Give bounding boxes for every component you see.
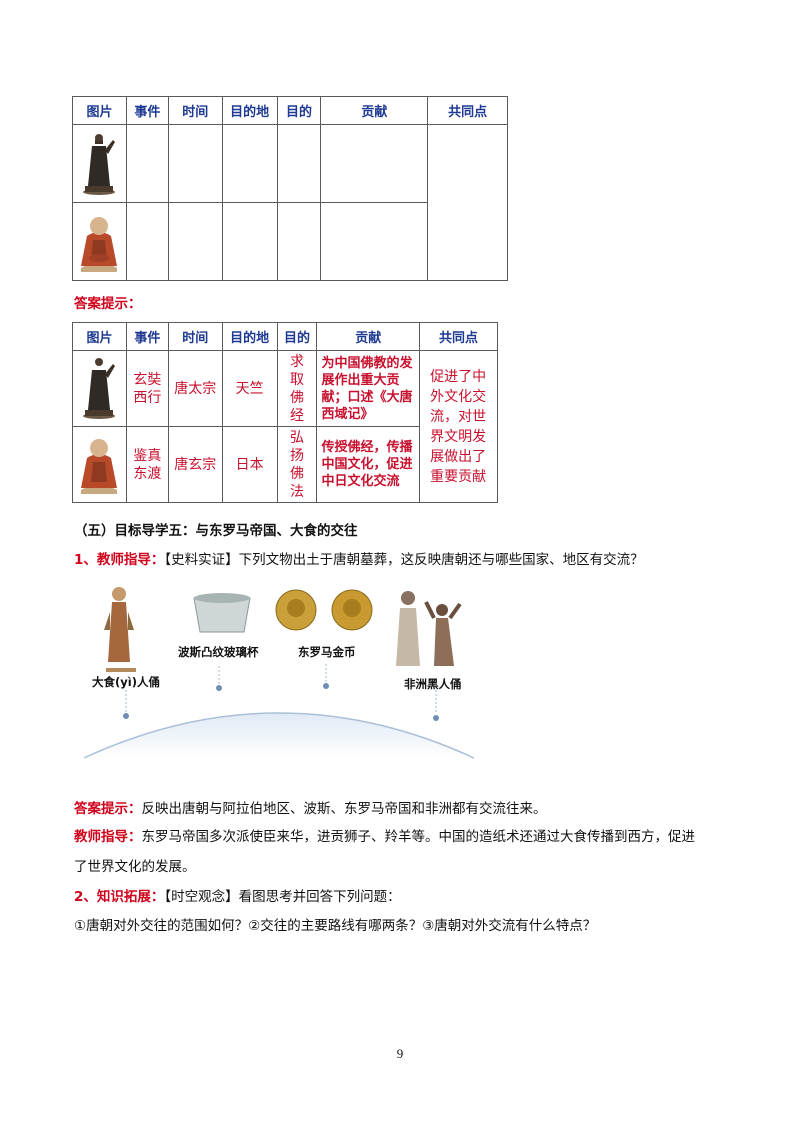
empty-cell (167, 124, 223, 203)
contribution-cell: 传授佛经，传播中国文化，促进中日文化交流 (316, 426, 421, 503)
page-number: 9 (396, 1046, 404, 1061)
purpose-cell: 弘扬佛法 (276, 426, 318, 503)
answer-label: 答案提示： (74, 801, 142, 817)
header-cell: 目的 (276, 96, 322, 125)
xuanzang-statue-image (83, 133, 116, 195)
relics-arc-image (83, 587, 475, 759)
header-cell: 图片 (72, 322, 127, 351)
header-cell: 目的地 (221, 322, 278, 351)
image-cell (72, 124, 127, 203)
header-cell: 贡献 (320, 96, 429, 125)
answer-table: 图片 事件 时间 目的地 目的 贡献 共同点 玄奘西行 唐太宗 天竺 求取佛经 … (72, 322, 498, 503)
table-row (72, 202, 508, 281)
table-header-row: 图片 事件 时间 目的地 目的 贡献 共同点 (72, 322, 498, 351)
empty-cell (276, 124, 322, 203)
question-1: 1、教师指导：【史料实证】下列文物出土于唐朝墓葬，这反映唐朝还与哪些国家、地区有… (74, 549, 644, 571)
header-cell: 共同点 (427, 96, 508, 125)
section-title: （五）目标导学五：与东罗马帝国、大食的交往 (74, 523, 358, 539)
relics-figure: 大食(yì)人俑 波斯凸纹玻璃杯 东罗马金币 非洲黑人俑 (74, 578, 484, 768)
destination-cell: 天竺 (221, 350, 278, 427)
empty-cell (221, 202, 278, 281)
purpose-cell: 求取佛经 (276, 350, 318, 427)
teacher-text: 东罗马帝国多次派使臣来华，进贡狮子、羚羊等。中国的造纸术还通过大食传播到西方，促… (141, 829, 696, 845)
answer-hint-2: 答案提示：反映出唐朝与阿拉伯地区、波斯、东罗马帝国和非洲都有交流往来。 (74, 798, 547, 820)
header-cell: 时间 (167, 96, 223, 125)
table-row (72, 124, 508, 281)
teacher-guide: 教师指导：东罗马帝国多次派使臣来华，进贡狮子、羚羊等。中国的造纸术还通过大食传播… (74, 826, 695, 848)
relic-caption: 波斯凸纹玻璃杯 (178, 645, 259, 659)
teacher-label: 教师指导： (74, 829, 142, 845)
header-cell: 事件 (125, 96, 169, 125)
table-header-row: 图片 事件 时间 目的地 目的 贡献 共同点 (72, 96, 508, 125)
blank-table: 图片 事件 时间 目的地 目的 贡献 共同点 (72, 96, 508, 281)
common-cell: 促进了中外文化交流，对世界文明发展做出了重要贡献 (419, 350, 498, 503)
empty-cell (125, 124, 169, 203)
glass-cup-image (193, 593, 251, 633)
question-2: 2、知识拓展：【时空观念】看图思考并回答下列问题： (74, 886, 401, 908)
header-cell: 贡献 (316, 322, 421, 351)
gold-coins-image (275, 589, 373, 631)
empty-cell (320, 124, 429, 203)
question-label: 2、知识拓展： (74, 889, 165, 905)
jianzhen-statue-image (81, 216, 118, 272)
contribution-cell: 为中国佛教的发展作出重大贡献；口述《大唐西域记》 (316, 350, 421, 427)
header-cell: 事件 (125, 322, 169, 351)
header-cell: 图片 (72, 96, 127, 125)
question-text: 【时空观念】看图思考并回答下列问题： (164, 889, 401, 905)
header-cell: 目的地 (221, 96, 278, 125)
teacher-text-2: 了世界文化的发展。 (74, 859, 196, 875)
dashi-figurine-image (104, 587, 136, 672)
empty-cell (320, 202, 429, 281)
xuanzang-statue-image (83, 358, 116, 419)
empty-cell (276, 202, 322, 281)
header-cell: 共同点 (419, 322, 498, 351)
empty-cell (167, 202, 223, 281)
image-cell (72, 350, 127, 427)
header-cell: 时间 (167, 322, 223, 351)
answer-text: 反映出唐朝与阿拉伯地区、波斯、东罗马帝国和非洲都有交流往来。 (141, 801, 547, 817)
question-2-items: ①唐朝对外交往的范围如何？②交往的主要路线有哪两条？③唐朝对外交流有什么特点？ (74, 918, 597, 934)
table-row: 玄奘西行 唐太宗 天竺 求取佛经 为中国佛教的发展作出重大贡献；口述《大唐西域记… (72, 350, 498, 503)
empty-cell (221, 124, 278, 203)
destination-cell: 日本 (221, 426, 278, 503)
question-text: 【史料实证】下列文物出土于唐朝墓葬，这反映唐朝还与哪些国家、地区有交流？ (164, 552, 644, 568)
question-label: 1、教师指导： (74, 552, 165, 568)
answer-hint-label: 答案提示： (74, 296, 142, 312)
table-row: 鉴真东渡 唐玄宗 日本 弘扬佛法 传授佛经，传播中国文化，促进中日文化交流 (72, 426, 498, 503)
relic-caption: 东罗马金币 (298, 645, 356, 659)
image-cell (72, 426, 127, 503)
event-cell: 玄奘西行 (125, 350, 169, 427)
header-cell: 目的 (276, 322, 318, 351)
common-cell (427, 124, 508, 281)
relic-caption: 非洲黑人俑 (404, 677, 462, 691)
african-figurine-image (396, 591, 462, 666)
time-cell: 唐太宗 (167, 350, 223, 427)
time-cell: 唐玄宗 (167, 426, 223, 503)
jianzhen-statue-image (81, 439, 118, 494)
event-cell: 鉴真东渡 (125, 426, 169, 503)
image-cell (72, 202, 127, 281)
relic-caption: 大食(yì)人俑 (92, 675, 160, 689)
empty-cell (125, 202, 169, 281)
